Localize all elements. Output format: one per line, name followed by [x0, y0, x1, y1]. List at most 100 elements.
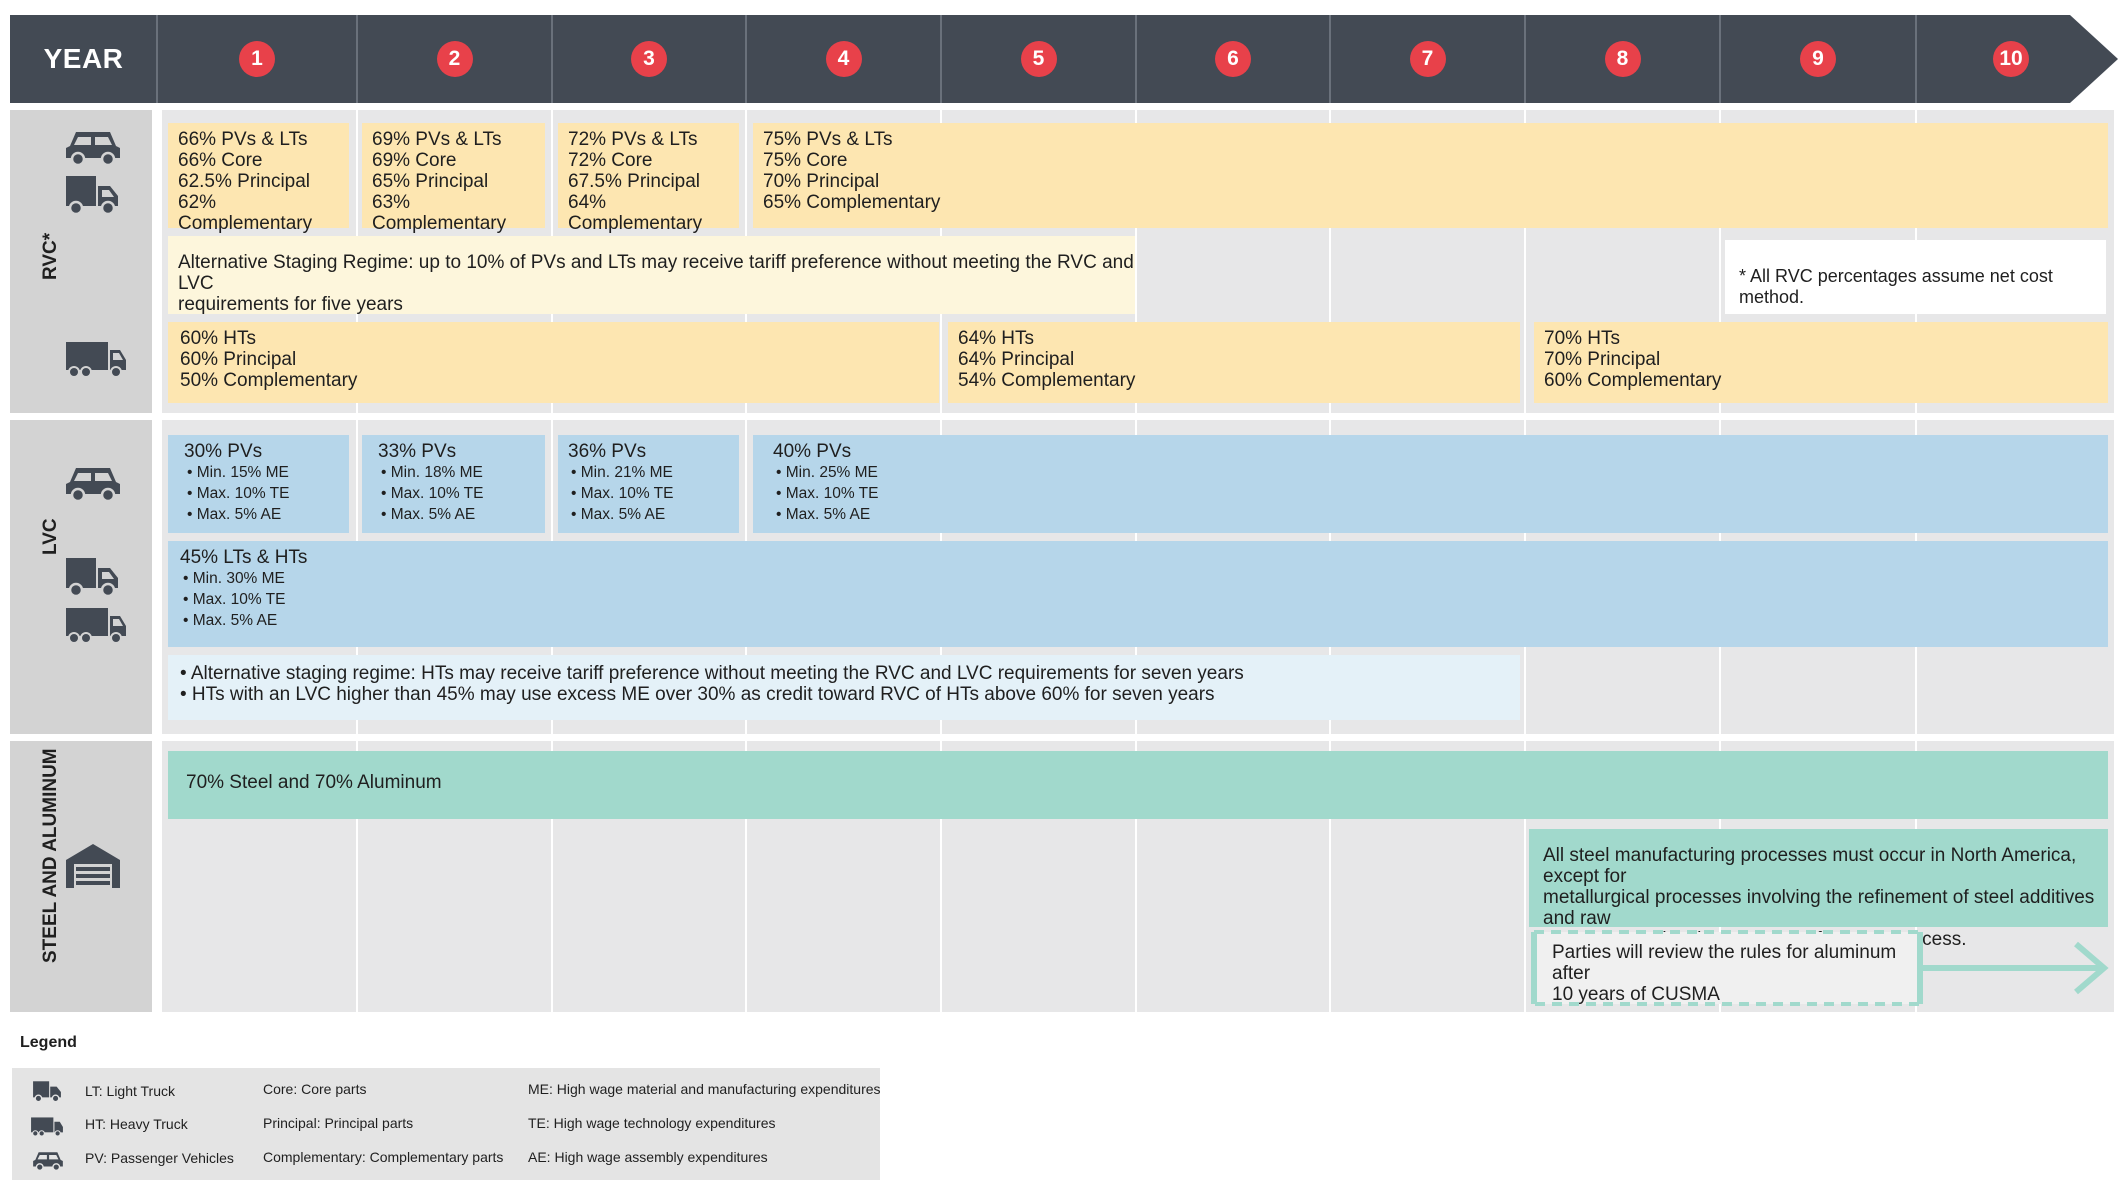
rvc-note-text: * All RVC percentages assume net cost me… [1739, 266, 2053, 307]
heavy-truck-icon [66, 608, 126, 644]
passenger-car-icon [66, 468, 120, 503]
steel-process-line: All steel manufacturing processes must o… [1543, 845, 2077, 887]
rvc-line: 63% Complementary [372, 192, 507, 234]
year-cell-8: 8 [1525, 15, 1720, 102]
rvc-pv-lt-year-2: 69% PVs & LTs 69% Core 65% Principal 63%… [362, 123, 545, 234]
lvc-pv-title: 40% PVs [773, 441, 852, 462]
lvc-pv-item: • Min. 25% ME [776, 464, 878, 481]
rvc-ht-years-4-7: 64% HTs 64% Principal 54% Complementary [948, 322, 1520, 403]
year-badge-7: 7 [1409, 40, 1446, 77]
lvc-pv-item: • Max. 10% TE [776, 485, 879, 502]
steel-process-box: All steel manufacturing processes must o… [1529, 829, 2108, 950]
year-badge-4: 4 [825, 40, 862, 77]
legend-item: ME: High wage material and manufacturing… [528, 1081, 881, 1097]
light-truck-icon [66, 176, 118, 216]
year-badge-5: 5 [1020, 40, 1057, 77]
year-badge-6: 6 [1215, 40, 1251, 77]
lvc-pv-item: • Max. 10% TE [381, 485, 484, 502]
lvc-pv-year-1: 30% PVs • Min. 15% ME • Max. 10% TE • Ma… [168, 435, 349, 533]
year-cell-3: 3 [552, 15, 746, 102]
rvc-line: 67.5% Principal [568, 171, 701, 192]
rvc-line: 69% PVs & LTs [372, 129, 502, 150]
rvc-line: 64% Complementary [568, 192, 703, 234]
rvc-line: 65% Principal [372, 171, 489, 192]
lvc-alt-line: • HTs with an LVC higher than 45% may us… [180, 684, 1215, 705]
lvc-pv-item: • Min. 21% ME [571, 464, 673, 481]
heavy-truck-icon [31, 1117, 63, 1137]
year-cell-7: 7 [1330, 15, 1525, 102]
heavy-truck-icon [66, 342, 126, 378]
legend-box [12, 1068, 880, 1180]
lvc-pv-item: • Max. 5% AE [381, 506, 476, 523]
aluminum-review-box: Parties will review the rules for alumin… [1534, 932, 1918, 1005]
year-badge-1: 1 [239, 40, 275, 77]
rvc-pv-lt-year-1: 66% PVs & LTs 66% Core 62.5% Principal 6… [168, 123, 349, 234]
rvc-line: 62% Complementary [178, 192, 313, 234]
aluminum-review-line: 10 years of CUSMA [1552, 984, 1720, 1005]
rvc-line: 69% Core [372, 150, 457, 171]
lvc-lt-ht-box: 45% LTs & HTs • Min. 30% ME • Max. 10% T… [168, 541, 2108, 647]
year-cell-10: 10 [1916, 15, 2106, 102]
factory-garage-icon [66, 844, 120, 888]
lvc-pv-item: • Max. 5% AE [571, 506, 666, 523]
year-header-bar [10, 15, 2118, 103]
rvc-ht-years-8-plus: 70% HTs 70% Principal 60% Complementary [1534, 322, 2108, 403]
year-badge-9: 9 [1800, 40, 1836, 77]
light-truck-icon [66, 558, 118, 598]
lvc-pv-title: 36% PVs [568, 441, 647, 462]
legend-item: LT: Light Truck [85, 1083, 176, 1099]
lvc-pv-title: 30% PVs [184, 441, 263, 462]
steel-process-line: metallurgical processes involving the re… [1543, 887, 2095, 929]
lvc-pv-year-2: 33% PVs • Min. 18% ME • Max. 10% TE • Ma… [362, 435, 545, 533]
rvc-ht-line: 60% Principal [180, 349, 297, 370]
year-header-cell: YEAR [10, 15, 157, 102]
light-truck-icon [33, 1081, 61, 1103]
year-badge-10: 10 [1993, 40, 2029, 77]
rvc-line: 62.5% Principal [178, 171, 311, 192]
rvc-line: 66% Core [178, 150, 263, 171]
lvc-pv-item: • Min. 15% ME [187, 464, 289, 481]
year-label: YEAR [43, 42, 124, 74]
rvc-line: 72% PVs & LTs [568, 129, 698, 150]
steel-section-label: STEEL AND ALUMINUM [40, 748, 61, 963]
legend-title: Legend [20, 1034, 77, 1051]
lvc-pv-year-4-plus: 40% PVs • Min. 25% ME • Max. 10% TE • Ma… [753, 435, 2108, 533]
lvc-pv-item: • Max. 5% AE [776, 506, 871, 523]
steel-main-text: 70% Steel and 70% Aluminum [186, 772, 442, 793]
lvc-pv-year-3: 36% PVs • Min. 21% ME • Max. 10% TE • Ma… [558, 435, 739, 533]
year-badge-8: 8 [1604, 40, 1641, 77]
year-cell-6: 6 [1136, 15, 1330, 102]
rvc-pv-lt-year-4-plus: 75% PVs & LTs 75% Core 70% Principal 65%… [753, 123, 2108, 228]
passenger-car-icon [66, 132, 120, 167]
rvc-alt-line: Alternative Staging Regime: up to 10% of… [178, 252, 1134, 294]
lvc-lt-ht-item: • Max. 10% TE [183, 591, 286, 608]
legend-item: Principal: Principal parts [263, 1115, 414, 1131]
year-cell-4: 4 [746, 15, 941, 102]
rvc-ht-line: 50% Complementary [180, 370, 358, 391]
legend-item: Core: Core parts [263, 1081, 367, 1097]
year-cell-1: 1 [157, 15, 357, 102]
rvc-ht-line: 60% Complementary [1544, 370, 1722, 391]
passenger-car-icon [33, 1152, 63, 1172]
rvc-ht-line: 64% Principal [958, 349, 1075, 370]
rvc-net-cost-note: * All RVC percentages assume net cost me… [1725, 240, 2106, 314]
rvc-line: 72% Core [568, 150, 653, 171]
year-cell-9: 9 [1720, 15, 1916, 102]
legend-item: AE: High wage assembly expenditures [528, 1149, 768, 1165]
year-badge-2: 2 [436, 40, 473, 77]
rvc-ht-line: 70% Principal [1544, 349, 1661, 370]
rvc-section-label: RVC* [40, 232, 61, 280]
lvc-alt-line: • Alternative staging regime: HTs may re… [180, 663, 1244, 684]
lvc-pv-title: 33% PVs [378, 441, 457, 462]
rvc-alt-line: requirements for five years [178, 294, 403, 315]
rvc-pv-lt-year-3: 72% PVs & LTs 72% Core 67.5% Principal 6… [558, 123, 739, 234]
lvc-pv-item: • Max. 10% TE [571, 485, 674, 502]
lvc-pv-item: • Max. 10% TE [187, 485, 290, 502]
lvc-pv-item: • Max. 5% AE [187, 506, 282, 523]
lvc-section-label: LVC [40, 518, 61, 555]
rvc-ht-line: 60% HTs [180, 328, 257, 349]
steel-aluminum-main-box: 70% Steel and 70% Aluminum [168, 751, 2108, 819]
year-cell-2: 2 [357, 15, 552, 102]
legend-item: PV: Passenger Vehicles [85, 1150, 234, 1166]
